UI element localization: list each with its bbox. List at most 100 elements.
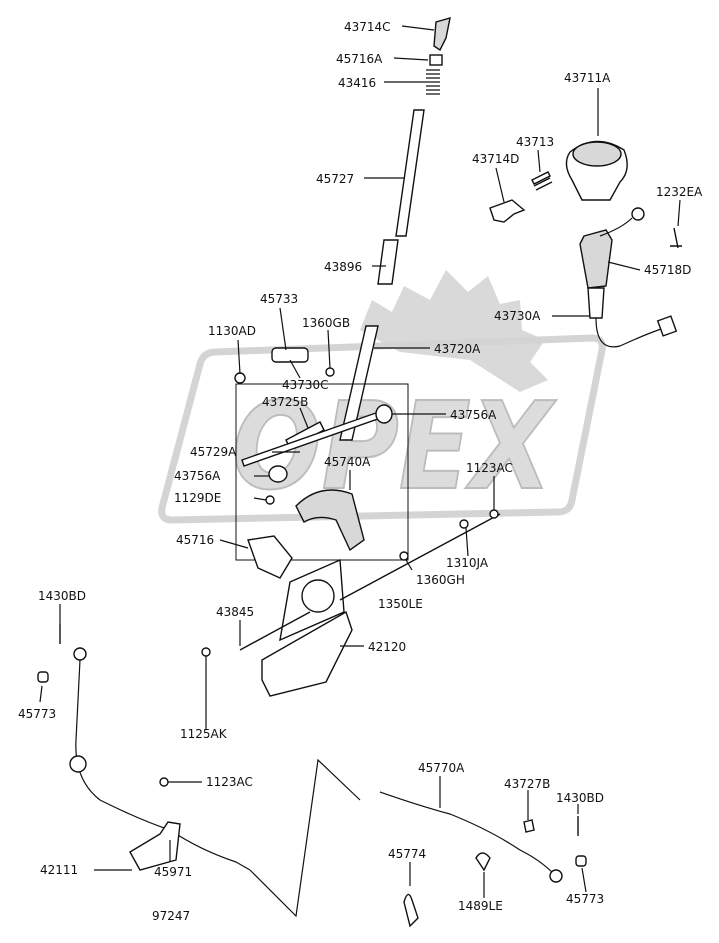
cable-eye-right: [549, 869, 563, 883]
label-45773-right: 45773: [566, 892, 604, 906]
part-43416-spring: [426, 69, 440, 95]
leader-45773-l: [39, 685, 43, 703]
label-1125ak: 1125AK: [180, 727, 228, 741]
part-42111-bracket: [129, 821, 181, 871]
part-43896-pin-sleeve: [377, 239, 399, 285]
part-1360gb-nut: [325, 367, 335, 377]
label-45770a: 45770A: [418, 761, 465, 775]
label-43845: 43845: [216, 605, 254, 619]
part-45773-right-pin: [575, 855, 587, 867]
part-45770a-cable-right: [379, 791, 555, 875]
label-45727: 45727: [316, 172, 354, 186]
connector: [656, 315, 678, 337]
detent-wheel: [301, 579, 335, 613]
shift-lever-rod-assembly: [364, 17, 451, 285]
part-45773-left-pin: [37, 671, 49, 683]
label-43730a: 43730A: [494, 309, 541, 323]
label-1123ac-bottom: 1123AC: [206, 775, 253, 789]
leader-45718d: [607, 261, 641, 271]
label-45733: 45733: [260, 292, 298, 306]
cable-jump: [249, 758, 361, 918]
leader-45716: [219, 539, 249, 549]
part-45718d-lower-tube: [587, 287, 605, 319]
label-1310ja: 1310JA: [446, 556, 489, 570]
part-45740a-gate: [295, 489, 365, 552]
part-1489le-clip: [475, 852, 491, 872]
switch-wire: [595, 217, 665, 348]
part-45718d-shift-boot: [579, 229, 613, 289]
label-1129de: 1129DE: [174, 491, 221, 505]
label-43714d: 43714D: [472, 152, 519, 166]
label-1130ad: 1130AD: [208, 324, 256, 338]
part-42111-cable-left: [75, 659, 251, 871]
part-43714d-button: [489, 199, 526, 223]
part-45727-rod: [395, 109, 425, 237]
part-1129de-bolt: [265, 495, 275, 505]
switch-clip: [631, 207, 645, 221]
part-45774-clip: [403, 893, 419, 928]
part-42120-base: [261, 610, 353, 697]
label-43727b: 43727B: [504, 777, 550, 791]
label-1350le: 1350LE: [378, 597, 423, 611]
label-43416: 43416: [338, 76, 376, 90]
part-1123ac-top-bolt: [489, 509, 499, 519]
part-1232ea-screw: [670, 227, 682, 249]
part-43727b-clip: [523, 819, 535, 833]
watermark-frame: [158, 334, 606, 524]
leader-1130ad: [237, 339, 241, 375]
part-43713-spring: [531, 171, 553, 191]
part-1310ja-nut: [459, 519, 469, 529]
part-43845-bolt: [239, 611, 311, 651]
label-45718d: 45718D: [644, 263, 691, 277]
part-43711a-knob-top: [572, 141, 622, 167]
leader-43725b: [299, 407, 309, 429]
label-1489le: 1489LE: [458, 899, 503, 913]
shift-lever-main: [201, 307, 501, 730]
leader-1129de: [253, 497, 267, 501]
part-43756a-right-bushing: [375, 404, 393, 424]
part-1350le-shaft: [339, 513, 501, 601]
bracket-outline: [235, 383, 409, 561]
label-1360gb: 1360GB: [302, 316, 350, 330]
watermark: OPEX: [158, 270, 606, 524]
part-labels: 43714C 45716A 43416 45727 43896 43711A 4…: [18, 20, 703, 923]
leader-45773-r: [581, 867, 587, 893]
label-45729a: 45729A: [190, 445, 237, 459]
watermark-gear-shape: [360, 270, 548, 392]
shift-knob-assembly: [489, 88, 682, 348]
part-43756a-left-bushing: [268, 465, 288, 483]
label-97247: 97247: [152, 909, 190, 923]
label-45740a: 45740A: [324, 455, 371, 469]
part-45716a-bushing: [429, 54, 443, 66]
leader-45733: [279, 307, 287, 351]
label-1123ac-right: 1123AC: [466, 461, 513, 475]
leader-43714c: [401, 25, 435, 31]
leader-1232ea: [677, 199, 681, 227]
leader-43714d: [495, 167, 505, 203]
part-45733-plate: [271, 347, 309, 363]
label-43756a-right: 43756A: [450, 408, 497, 422]
part-1360gh-nut: [399, 551, 409, 561]
label-43711a: 43711A: [564, 71, 611, 85]
label-1430bd-left: 1430BD: [38, 589, 86, 603]
label-43756a-left: 43756A: [174, 469, 221, 483]
leader-43730c: [289, 359, 301, 379]
label-45971: 45971: [154, 865, 192, 879]
leader-1360gb: [327, 329, 331, 369]
label-42111: 42111: [40, 863, 78, 877]
cable-eye-left: [73, 647, 87, 661]
part-1125ak-bolt: [201, 647, 211, 657]
part-43720a-lever: [339, 325, 379, 441]
label-43714c: 43714C: [344, 20, 391, 34]
label-45774: 45774: [388, 847, 426, 861]
label-43713: 43713: [516, 135, 554, 149]
label-1360gh: 1360GH: [416, 573, 465, 587]
label-45773-left: 45773: [18, 707, 56, 721]
part-45716-bracket: [247, 535, 293, 579]
leader-1310ja: [465, 527, 469, 557]
leader-1360gh: [405, 559, 413, 571]
label-45716: 45716: [176, 533, 214, 547]
label-1430bd-right: 1430BD: [556, 791, 604, 805]
